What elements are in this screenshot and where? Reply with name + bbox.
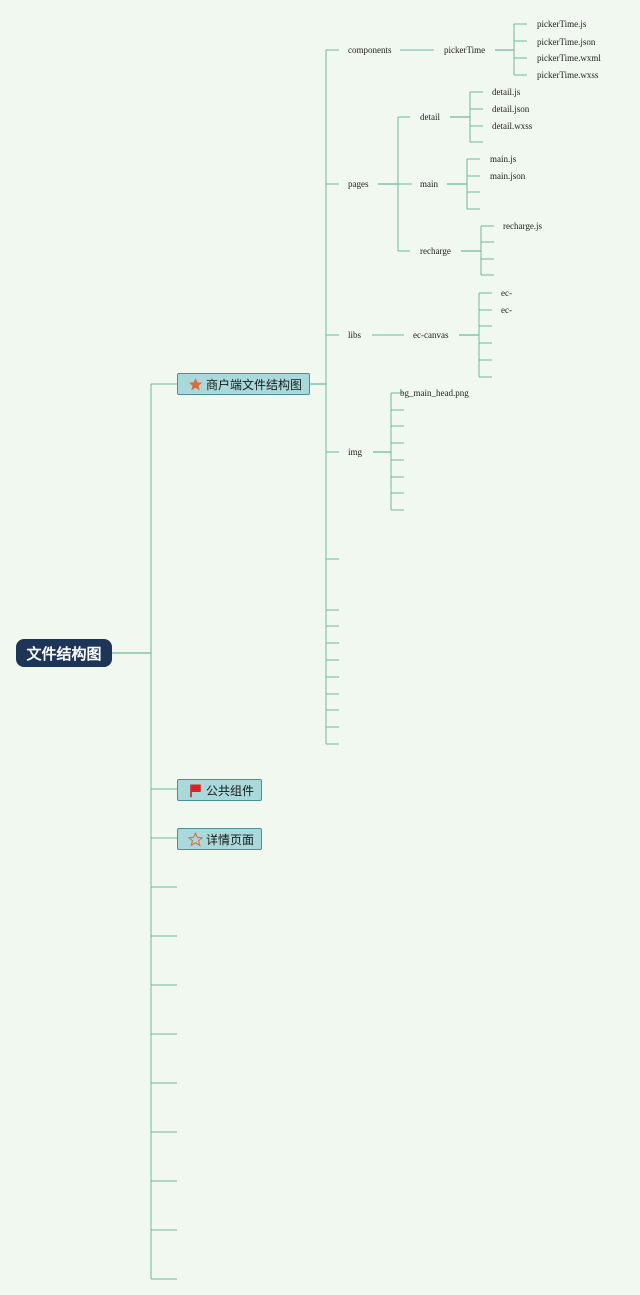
node-components[interactable]: components (348, 45, 392, 55)
file-leaf[interactable]: pickerTime.js (537, 19, 587, 29)
topic-detail-label: 详情页面 (206, 832, 255, 847)
star-outline-icon (188, 831, 203, 847)
node-libs[interactable]: libs (348, 330, 362, 340)
file-leaf[interactable]: detail.js (492, 87, 521, 97)
file-leaf[interactable]: ec- (501, 305, 512, 315)
file-leaf[interactable]: pickerTime.json (537, 37, 596, 47)
file-leaf[interactable]: pickerTime.wxml (537, 53, 601, 63)
root-node[interactable]: 文件结构图 (16, 639, 112, 667)
node-recharge[interactable]: recharge (420, 246, 451, 256)
file-leaf[interactable]: main.js (490, 154, 517, 164)
node-main[interactable]: main (420, 179, 438, 189)
node-detail[interactable]: detail (420, 112, 440, 122)
file-leaf[interactable]: bg_main_head.png (400, 388, 469, 398)
star-icon (188, 377, 203, 392)
node-ec-canvas[interactable]: ec-canvas (413, 330, 449, 340)
file-leaf[interactable]: main.json (490, 171, 526, 181)
topic-common-label: 公共组件 (206, 783, 255, 798)
topic-merchant-file-structure[interactable]: 商户端文件结构图 (177, 373, 311, 395)
root-label: 文件结构图 (26, 644, 102, 663)
file-leaf[interactable]: detail.wxss (492, 121, 533, 131)
node-pickertime[interactable]: pickerTime (444, 45, 486, 55)
node-pages[interactable]: pages (348, 179, 369, 189)
file-leaf[interactable]: detail.json (492, 104, 530, 114)
file-leaf[interactable]: recharge.js (503, 221, 543, 231)
flag-icon (188, 783, 203, 798)
topic-common-components[interactable]: 公共组件 (177, 779, 263, 801)
file-leaf[interactable]: pickerTime.wxss (537, 70, 599, 80)
node-img[interactable]: img (348, 447, 363, 457)
file-leaf[interactable]: ec- (501, 288, 512, 298)
topic-merchant-label: 商户端文件结构图 (206, 377, 303, 392)
topic-detail-page[interactable]: 详情页面 (177, 828, 263, 850)
